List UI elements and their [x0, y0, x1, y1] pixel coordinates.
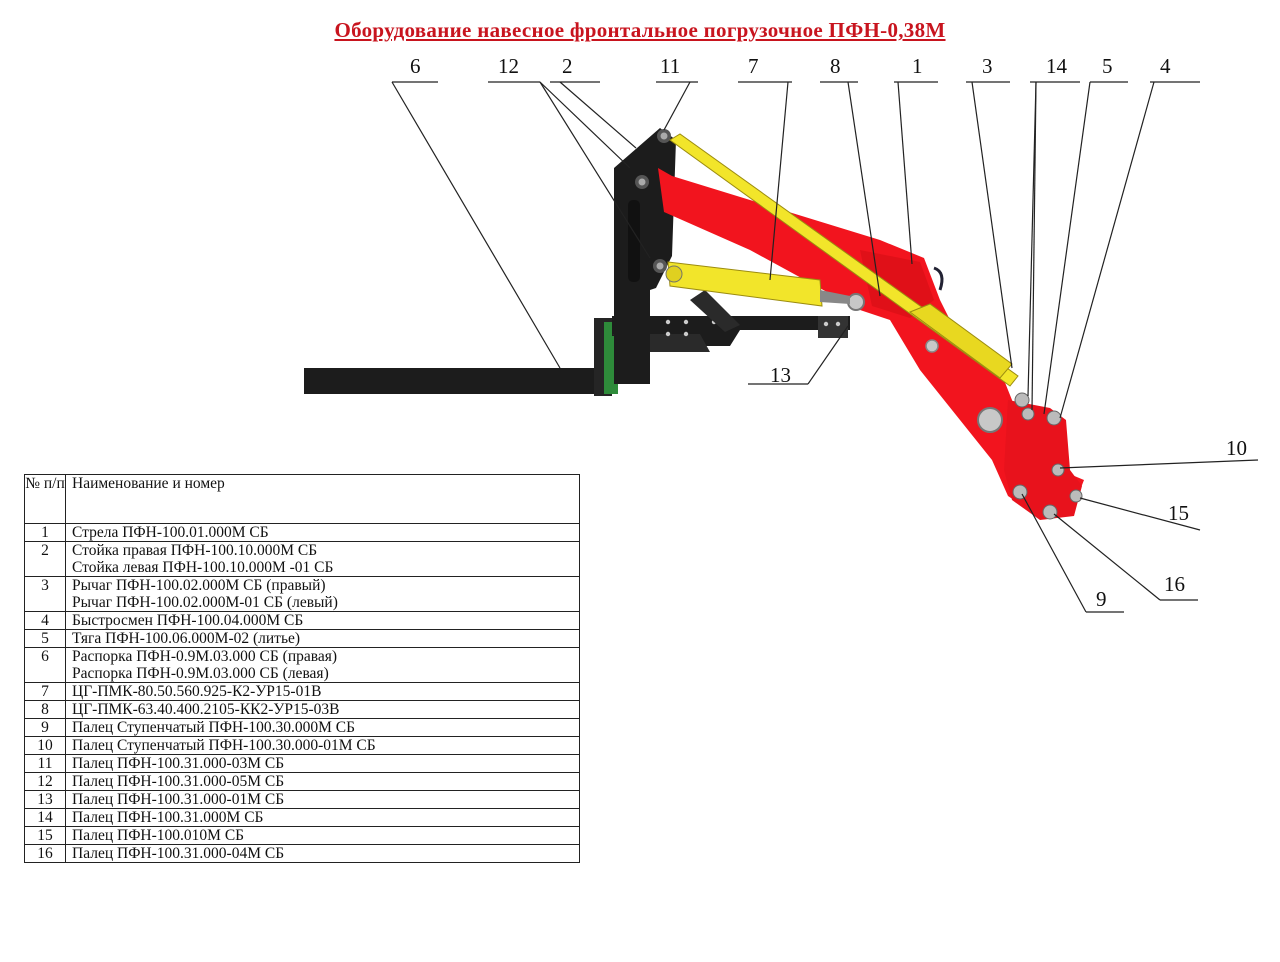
- row-name: ЦГ-ПМК-80.50.560.925-К2-УР15-01В: [65, 682, 580, 701]
- row-name-line: Стрела ПФН-100.01.000М СБ: [72, 524, 269, 541]
- row-name: Распорка ПФН-0.9М.03.000 СБ (правая)Расп…: [65, 647, 580, 683]
- header-name: Наименование и номер: [65, 474, 580, 524]
- callout-2: 2: [562, 54, 573, 78]
- row-name: Стрела ПФН-100.01.000М СБ: [65, 523, 580, 542]
- table-row: 15 Палец ПФН-100.010М СБ: [24, 826, 580, 845]
- row-name: Палец ПФН-100.31.000-03М СБ: [65, 754, 580, 773]
- row-name-line: Рычаг ПФН-100.02.000М-01 СБ (левый): [72, 594, 338, 611]
- table-row: 10 Палец Ступенчатый ПФН-100.30.000-01М С…: [24, 736, 580, 755]
- hydraulic-cylinders: [665, 133, 1019, 387]
- callout-8: 8: [830, 54, 841, 78]
- row-number: 14: [24, 808, 66, 827]
- callout-6: 6: [410, 54, 421, 78]
- row-name-line: Палец ПФН-100.31.000-04М СБ: [72, 845, 285, 862]
- row-number: 11: [24, 754, 66, 773]
- callout-11: 11: [660, 54, 680, 78]
- fork-spreader: [304, 318, 618, 396]
- row-name: Палец Ступенчатый ПФН-100.30.000-01М СБ: [65, 736, 580, 755]
- leader-lines: [391, 81, 1259, 613]
- callout-4: 4: [1160, 54, 1171, 78]
- row-number: 6: [24, 647, 66, 683]
- row-number: 13: [24, 790, 66, 809]
- callout-10: 10: [1226, 436, 1247, 460]
- table-row: 8 ЦГ-ПМК-63.40.400.2105-КК2-УР15-03В: [24, 700, 580, 719]
- row-name-line: Тяга ПФН-100.06.000М-02 (литье): [72, 630, 301, 647]
- row-name-line: Стойка левая ПФН-100.10.000М -01 СБ: [72, 559, 334, 576]
- row-name-line: Палец ПФН-100.31.000-05М СБ: [72, 773, 285, 790]
- row-name-line: Палец Ступенчатый ПФН-100.30.000-01М СБ: [72, 737, 376, 754]
- callout-15: 15: [1168, 501, 1189, 525]
- callout-3: 3: [982, 54, 993, 78]
- callout-14: 14: [1046, 54, 1068, 78]
- table-header-row: № п/п Наименование и номер: [24, 474, 580, 524]
- row-name-line: Палец Ступенчатый ПФН-100.30.000М СБ: [72, 719, 355, 736]
- row-name: Быстросмен ПФН-100.04.000М СБ: [65, 611, 580, 630]
- row-name: Палец ПФН-100.31.000М СБ: [65, 808, 580, 827]
- row-name-line: Палец ПФН-100.31.000М СБ: [72, 809, 264, 826]
- table-row: 4 Быстросмен ПФН-100.04.000М СБ: [24, 611, 580, 630]
- row-name-line: Стойка правая ПФН-100.10.000М СБ: [72, 542, 318, 559]
- table-row: 13 Палец ПФН-100.31.000-01М СБ: [24, 790, 580, 809]
- table-row: 14 Палец ПФН-100.31.000М СБ: [24, 808, 580, 827]
- table-row: 16 Палец ПФН-100.31.000-04М СБ: [24, 844, 580, 863]
- row-number: 7: [24, 682, 66, 701]
- row-number: 4: [24, 611, 66, 630]
- callout-1: 1: [912, 54, 923, 78]
- row-name: Тяга ПФН-100.06.000М-02 (литье): [65, 629, 580, 648]
- table-row: 9 Палец Ступенчатый ПФН-100.30.000М СБ: [24, 718, 580, 737]
- row-name: Палец ПФН-100.31.000-05М СБ: [65, 772, 580, 791]
- callout-9: 9: [1096, 587, 1107, 611]
- callout-13: 13: [770, 363, 791, 387]
- row-number: 5: [24, 629, 66, 648]
- table-row: 12 Палец ПФН-100.31.000-05М СБ: [24, 772, 580, 791]
- row-name-line: Быстросмен ПФН-100.04.000М СБ: [72, 612, 304, 629]
- callout-16: 16: [1164, 572, 1185, 596]
- row-name-line: Палец ПФН-100.010М СБ: [72, 827, 245, 844]
- row-name: Палец ПФН-100.010М СБ: [65, 826, 580, 845]
- parts-table: № п/п Наименование и номер 1 Стрела ПФН-1…: [24, 474, 580, 863]
- row-name: Палец Ступенчатый ПФН-100.30.000М СБ: [65, 718, 580, 737]
- callout-5: 5: [1102, 54, 1113, 78]
- row-number: 15: [24, 826, 66, 845]
- row-number: 8: [24, 700, 66, 719]
- row-number: 16: [24, 844, 66, 863]
- row-number: 2: [24, 541, 66, 577]
- row-name-line: Распорка ПФН-0.9М.03.000 СБ (правая): [72, 648, 338, 665]
- boom: [658, 168, 1084, 516]
- row-name: Рычаг ПФН-100.02.000М СБ (правый)Рычаг П…: [65, 576, 580, 612]
- row-number: 1: [24, 523, 66, 542]
- diagram-title: Оборудование навесное фронтальное погруз…: [334, 18, 946, 42]
- row-name-line: Рычаг ПФН-100.02.000М СБ (правый): [72, 577, 326, 594]
- table-row: 1 Стрела ПФН-100.01.000М СБ: [24, 523, 580, 542]
- table-row: 5 Тяга ПФН-100.06.000М-02 (литье): [24, 629, 580, 648]
- row-name: Палец ПФН-100.31.000-01М СБ: [65, 790, 580, 809]
- header-num: № п/п: [24, 474, 66, 524]
- row-number: 3: [24, 576, 66, 612]
- stand: [614, 128, 676, 384]
- callout-12: 12: [498, 54, 519, 78]
- row-name: ЦГ-ПМК-63.40.400.2105-КК2-УР15-03В: [65, 700, 580, 719]
- row-name-line: ЦГ-ПМК-80.50.560.925-К2-УР15-01В: [72, 683, 322, 700]
- row-number: 9: [24, 718, 66, 737]
- row-name-line: Палец ПФН-100.31.000-01М СБ: [72, 791, 285, 808]
- row-number: 10: [24, 736, 66, 755]
- row-name: Палец ПФН-100.31.000-04М СБ: [65, 844, 580, 863]
- table-row: 7 ЦГ-ПМК-80.50.560.925-К2-УР15-01В: [24, 682, 580, 701]
- row-name-line: Распорка ПФН-0.9М.03.000 СБ (левая): [72, 665, 329, 682]
- row-name-line: Палец ПФН-100.31.000-03М СБ: [72, 755, 285, 772]
- row-name-line: ЦГ-ПМК-63.40.400.2105-КК2-УР15-03В: [72, 701, 340, 718]
- callout-7: 7: [748, 54, 759, 78]
- quick-coupler: [1004, 392, 1083, 520]
- row-number: 12: [24, 772, 66, 791]
- table-row: 11 Палец ПФН-100.31.000-03М СБ: [24, 754, 580, 773]
